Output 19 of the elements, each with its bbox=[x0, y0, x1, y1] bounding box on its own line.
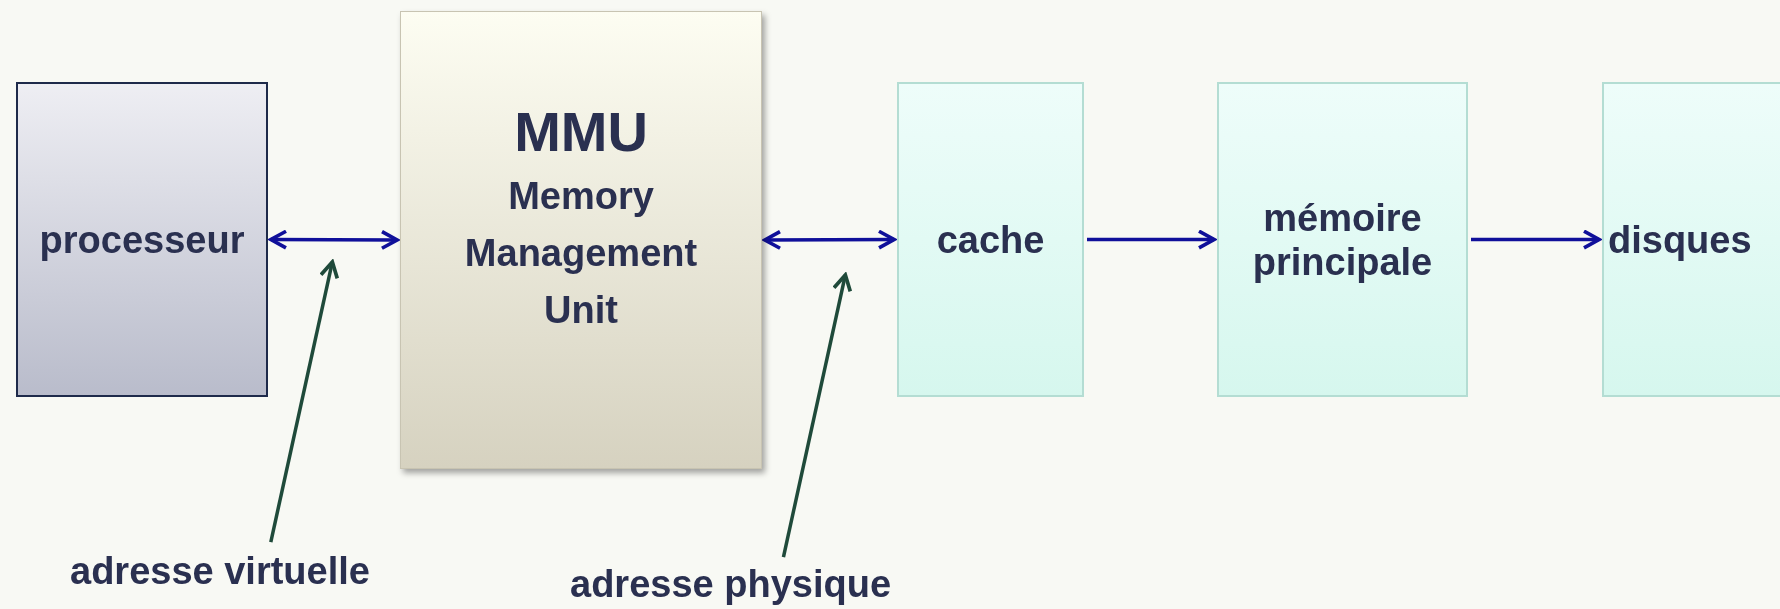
mmu-box bbox=[400, 11, 762, 469]
leader-line bbox=[269, 260, 340, 543]
arrow bbox=[269, 229, 399, 251]
caption-text: adresse physique bbox=[570, 562, 892, 606]
memory-box bbox=[897, 82, 1084, 397]
memory-box bbox=[1217, 82, 1468, 397]
node-label: disques bbox=[1608, 217, 1752, 262]
memory-box bbox=[1602, 82, 1780, 397]
arrow bbox=[1471, 229, 1601, 250]
arrow bbox=[1087, 229, 1216, 250]
node-label: processeur bbox=[39, 217, 245, 262]
arrow bbox=[763, 229, 896, 251]
node-label: Memory Management Unit bbox=[463, 174, 699, 333]
processor-box bbox=[16, 82, 268, 397]
node-title: MMU bbox=[514, 99, 648, 165]
node-label: mémoire principale bbox=[1251, 195, 1434, 284]
node-label: cache bbox=[936, 217, 1045, 262]
caption-text: adresse virtuelle bbox=[70, 549, 370, 593]
leader-line bbox=[781, 273, 853, 558]
